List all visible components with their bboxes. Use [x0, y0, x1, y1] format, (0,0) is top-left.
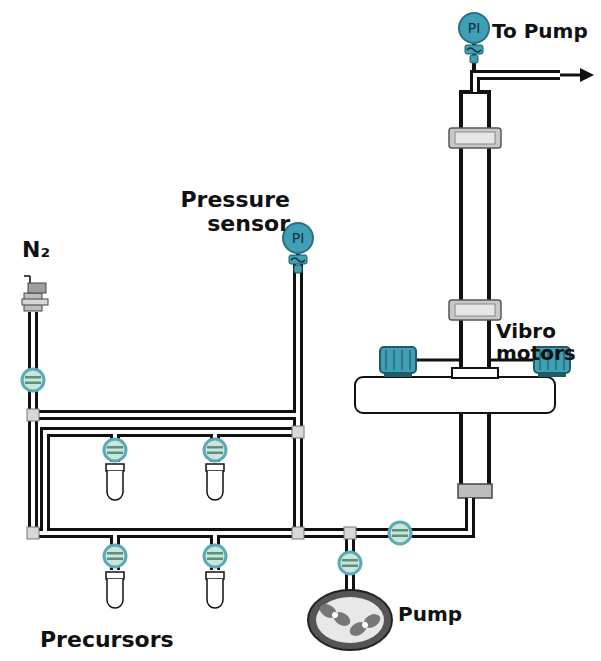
flow-arrowhead	[580, 68, 594, 82]
valve-symbol	[22, 369, 44, 391]
label: N₂	[22, 238, 50, 262]
pipe-bore	[45, 432, 298, 533]
precursor-vial	[106, 572, 124, 608]
label: Vibro motors	[496, 320, 596, 364]
pipe-bore	[296, 256, 300, 415]
pipe	[293, 256, 303, 415]
pipe	[45, 432, 298, 533]
pipe-tee	[27, 409, 39, 421]
column-tube	[461, 92, 489, 492]
valve-symbol	[339, 552, 361, 574]
precursor-vial	[206, 464, 224, 500]
vibro-motor	[380, 347, 461, 377]
precursor-vial	[106, 464, 124, 500]
instrument-tag: PI	[292, 230, 305, 246]
pipe-bore	[33, 415, 298, 533]
label: Pump	[398, 603, 462, 625]
pipe-tee	[292, 426, 304, 438]
label: To Pump	[492, 20, 588, 42]
valve-symbol	[104, 439, 126, 461]
instrument-tag: PI	[468, 20, 481, 36]
column	[355, 92, 555, 498]
flow-arrow	[560, 74, 583, 77]
precursor-vial	[206, 572, 224, 608]
label: Precursors	[40, 628, 174, 652]
column-fitting	[458, 484, 492, 498]
flange-ring	[455, 132, 495, 144]
pipe	[33, 312, 470, 533]
sensor-stem	[289, 254, 307, 273]
pump-symbol	[308, 590, 392, 650]
pipe-bore	[475, 75, 560, 92]
pipe-tee	[344, 527, 356, 539]
pipe-bore	[33, 312, 470, 533]
valve-symbol	[204, 439, 226, 461]
pipe-tee	[292, 527, 304, 539]
valve-symbol	[104, 545, 126, 567]
label: Pressure sensor	[150, 188, 290, 236]
pipe	[475, 75, 560, 92]
valve-symbol	[389, 522, 411, 544]
sensor-stem	[465, 44, 483, 70]
n2-regulator	[22, 276, 48, 311]
vibro-platform	[355, 377, 555, 413]
flange	[449, 300, 501, 320]
pipe-tee	[27, 527, 39, 539]
flange-ring	[455, 304, 495, 316]
pipe	[33, 415, 298, 533]
pressure-indicator: PI	[458, 12, 490, 44]
column-clamp	[452, 368, 498, 378]
pipework	[27, 75, 560, 592]
flange	[449, 128, 501, 148]
valve-symbol	[204, 545, 226, 567]
